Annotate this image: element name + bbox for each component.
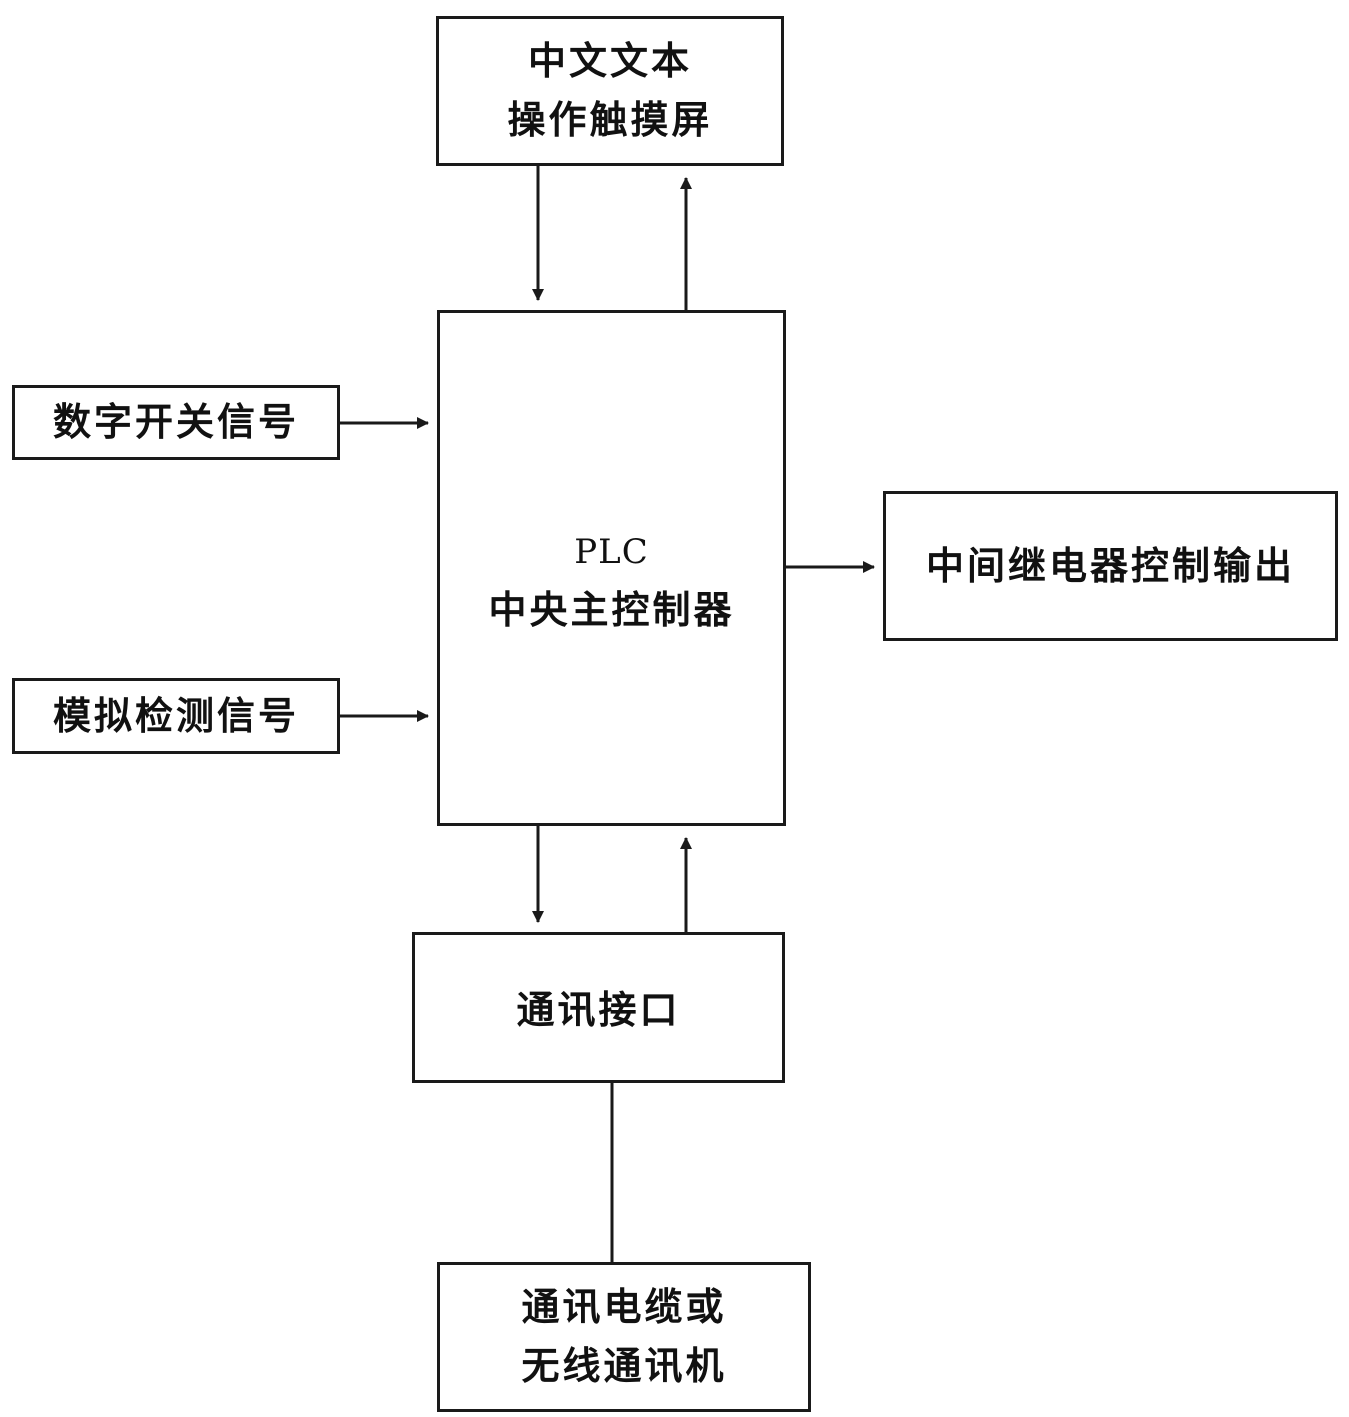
touch-screen-label-line2: 操作触摸屏 [507, 98, 713, 142]
comm-cable-label-line2: 无线通讯机 [521, 1344, 727, 1388]
touch-screen-box: 中文文本 操作触摸屏 [436, 16, 784, 166]
plc-controller-box: PLC 中央主控制器 [437, 310, 786, 826]
digital-signal-label: 数字开关信号 [52, 400, 299, 445]
touch-screen-label-line1: 中文文本 [527, 39, 692, 84]
comm-interface-label: 通讯接口 [516, 988, 681, 1033]
comm-interface-box: 通讯接口 [412, 932, 785, 1083]
plc-label-line1: PLC [574, 532, 649, 573]
analog-signal-box: 模拟检测信号 [12, 678, 340, 754]
plc-label-line2: 中央主控制器 [488, 587, 735, 632]
comm-cable-label-line1: 通讯电缆或 [521, 1285, 727, 1330]
relay-output-label: 中间继电器控制输出 [925, 543, 1295, 588]
digital-signal-box: 数字开关信号 [12, 385, 340, 460]
relay-output-box: 中间继电器控制输出 [883, 491, 1338, 641]
analog-signal-label: 模拟检测信号 [52, 693, 299, 738]
comm-cable-box: 通讯电缆或 无线通讯机 [437, 1262, 811, 1412]
